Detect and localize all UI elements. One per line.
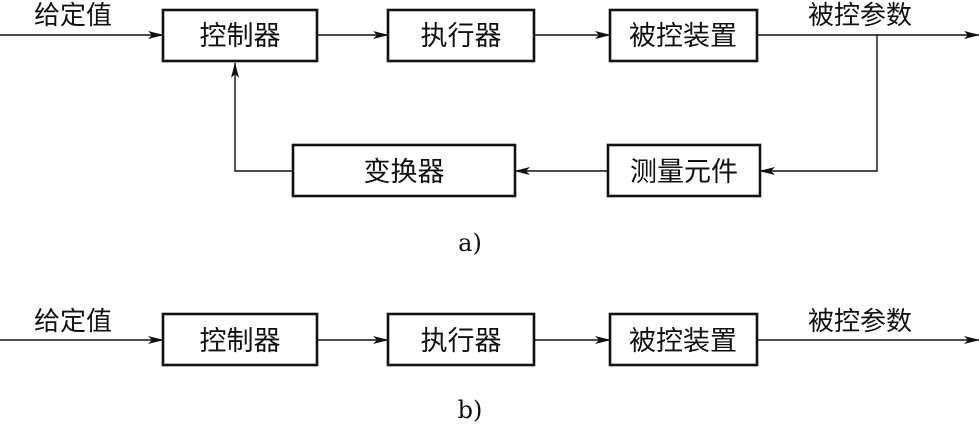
transducer-block [291,143,517,198]
setpoint-label-b: 给定值 [34,307,112,337]
sensor-label: 测量元件 [630,157,738,188]
feedback-to-controller-arrow [231,62,293,172]
actuator-label-a: 执行器 [421,21,502,52]
sensor-block [606,143,762,198]
controller-block-b [161,312,319,367]
actuator-label-b: 执行器 [421,326,502,357]
controller-block-a [161,8,319,63]
controller-label-a: 控制器 [200,21,281,52]
controller-label-b: 控制器 [200,326,281,357]
actuator-block-a [386,8,536,63]
caption-b: b) [458,396,483,424]
plant-block-b [608,312,759,367]
diagram-a-closed-loop: 控制器 执行器 被控装置 测量元件 变换器 给定值 被控参数 a) [0,1,979,257]
setpoint-label-a: 给定值 [34,1,112,31]
actuator-block-b [386,312,536,367]
output-label-b: 被控参数 [808,307,912,337]
diagram-b-open-loop: 控制器 执行器 被控装置 给定值 被控参数 b) [0,307,979,424]
transducer-label: 变换器 [364,157,445,188]
plant-label-a: 被控装置 [629,21,737,52]
plant-label-b: 被控装置 [629,326,737,357]
plant-block-a [608,8,759,63]
feedback-to-sensor-arrow [759,35,878,175]
output-label-a: 被控参数 [808,1,912,31]
caption-a: a) [458,229,482,257]
